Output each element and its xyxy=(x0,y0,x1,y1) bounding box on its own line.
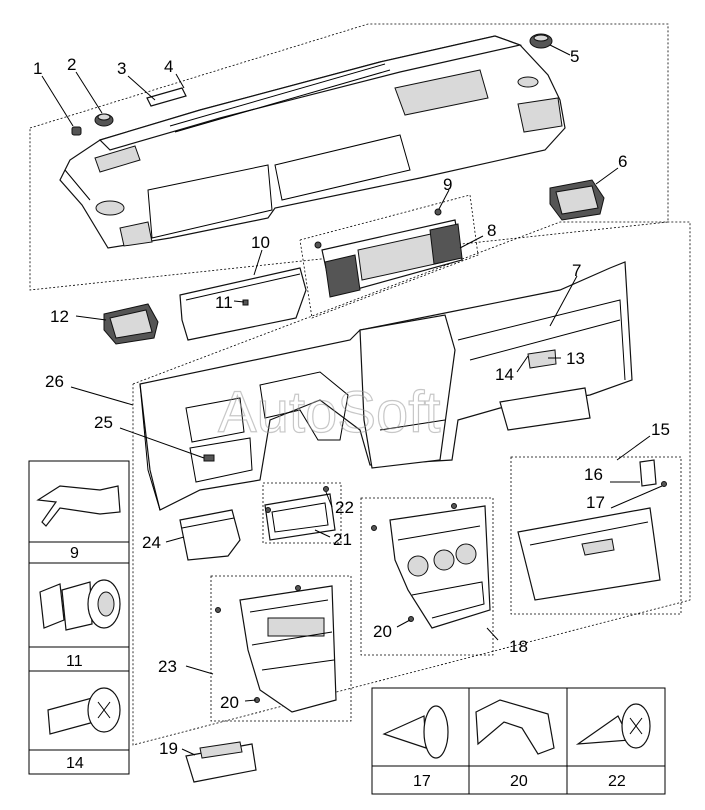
pointed-screw-icon xyxy=(575,703,651,749)
callouts: 1 2 3 4 5 6 7 8 9 10 11 12 13 14 15 16 1… xyxy=(33,47,670,758)
callout-15: 15 xyxy=(651,420,670,439)
inset-label-20: 20 xyxy=(510,773,528,790)
callout-4: 4 xyxy=(164,57,173,76)
callout-1: 1 xyxy=(33,59,42,78)
lower-instrument-panel xyxy=(139,261,633,511)
watermark: AutoSoft xyxy=(218,380,440,445)
callout-20a: 20 xyxy=(373,622,392,641)
callout-5: 5 xyxy=(570,47,579,66)
callout-3: 3 xyxy=(117,59,126,78)
callout-11: 11 xyxy=(215,293,233,312)
inset-label-14: 14 xyxy=(66,755,84,772)
callout-20b: 20 xyxy=(220,693,239,712)
center-bezel-small xyxy=(264,486,336,541)
inset-label-11: 11 xyxy=(66,653,83,670)
callout-13: 13 xyxy=(566,349,585,368)
callout-17: 17 xyxy=(586,493,605,512)
callout-14: 14 xyxy=(495,365,514,384)
callout-26: 26 xyxy=(45,372,64,391)
rivet-icon xyxy=(382,705,449,759)
screw-icon xyxy=(47,687,121,735)
inset-label-22: 22 xyxy=(608,773,626,790)
fastener-inset-left: 9 11 14 xyxy=(28,460,130,775)
assembly-frames xyxy=(29,23,691,746)
callout-16: 16 xyxy=(584,465,603,484)
radio-bezel xyxy=(215,585,337,713)
callout-24: 24 xyxy=(142,533,161,552)
push-pin-icon xyxy=(39,579,121,631)
callout-12: 12 xyxy=(50,307,69,326)
lower-cover xyxy=(185,741,257,783)
inset-label-17: 17 xyxy=(413,773,431,790)
callout-21: 21 xyxy=(333,530,352,549)
callout-6: 6 xyxy=(618,152,627,171)
side-vents xyxy=(103,179,605,345)
callout-7: 7 xyxy=(572,261,581,280)
storage-compartment xyxy=(179,509,241,561)
top-small-parts xyxy=(71,33,553,136)
callout-19: 19 xyxy=(159,739,178,758)
inset-label-9: 9 xyxy=(70,545,79,562)
upper-instrument-panel xyxy=(59,35,566,249)
callout-2: 2 xyxy=(67,55,76,74)
leader-lines xyxy=(41,44,663,756)
callout-25: 25 xyxy=(94,413,113,432)
glove-box xyxy=(517,459,667,601)
center-vent-assembly xyxy=(314,208,463,298)
cluster-bezel xyxy=(179,267,307,341)
callout-9: 9 xyxy=(443,175,452,194)
callout-18: 18 xyxy=(509,637,528,656)
callout-22: 22 xyxy=(335,498,354,517)
callout-8: 8 xyxy=(487,221,496,240)
clip-icon xyxy=(36,485,121,527)
spring-clip-icon xyxy=(475,699,555,755)
callout-23: 23 xyxy=(158,657,177,676)
callout-10: 10 xyxy=(251,233,270,252)
hvac-control-panel xyxy=(371,503,491,629)
fastener-inset-bottom: 17 20 22 xyxy=(371,687,666,795)
